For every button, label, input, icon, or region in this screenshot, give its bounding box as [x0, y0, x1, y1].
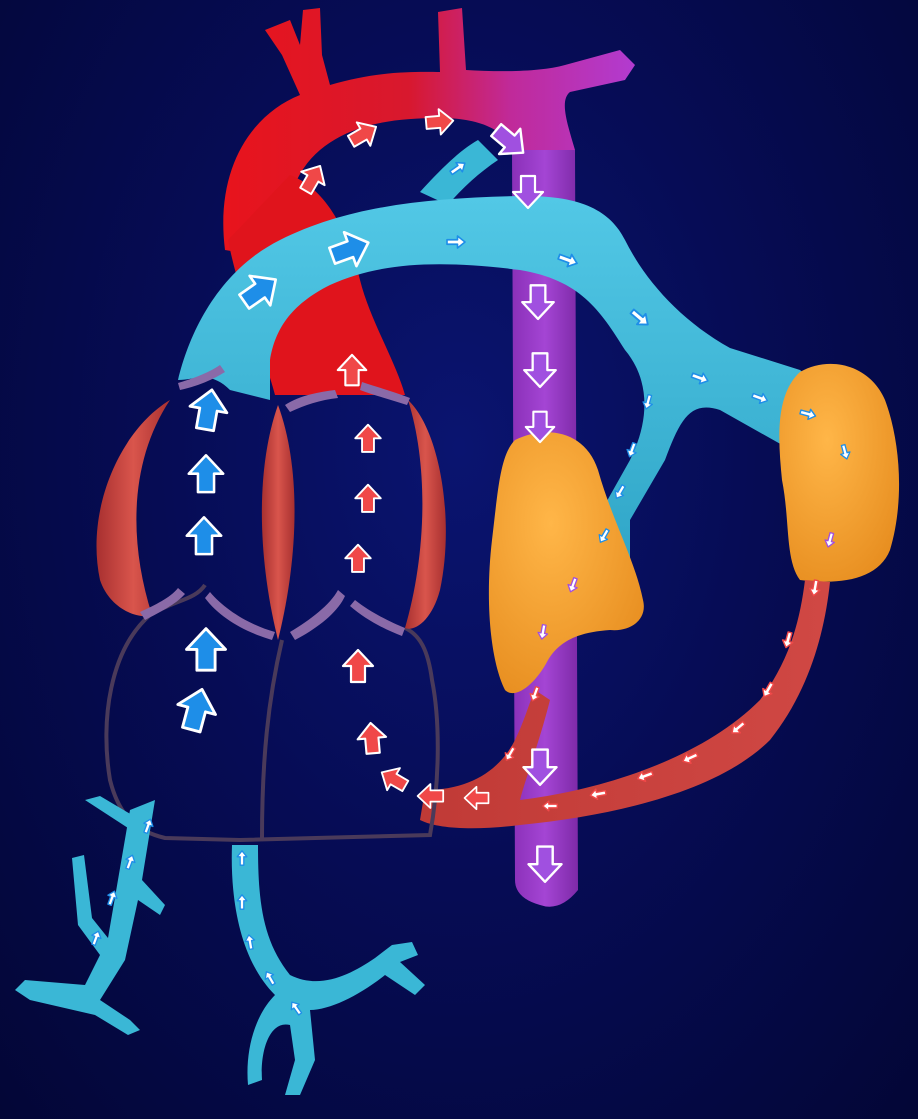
right-lung: [779, 364, 899, 582]
flow-arrow-blue-1: [189, 455, 224, 492]
flow-arrow-red-8: [355, 425, 381, 452]
ventricular-muscle: [96, 400, 445, 640]
flow-arrow-red-10: [345, 545, 371, 572]
flow-arrow-blue-4: [172, 684, 220, 734]
flow-arrow-blue-3: [187, 629, 226, 671]
flow-arrow-red-9: [355, 485, 381, 512]
flow-arrow-blue-0: [186, 387, 230, 433]
ductus-arteriosus: [420, 140, 498, 205]
flow-arrow-red-12: [356, 722, 387, 755]
inferior-vena-cava: [232, 845, 425, 1095]
superior-vena-cava: [15, 796, 165, 1035]
flow-arrow-red-11: [343, 650, 373, 682]
flow-arrow-blue-2: [187, 517, 222, 554]
flow-arrow-red-13: [375, 761, 411, 797]
